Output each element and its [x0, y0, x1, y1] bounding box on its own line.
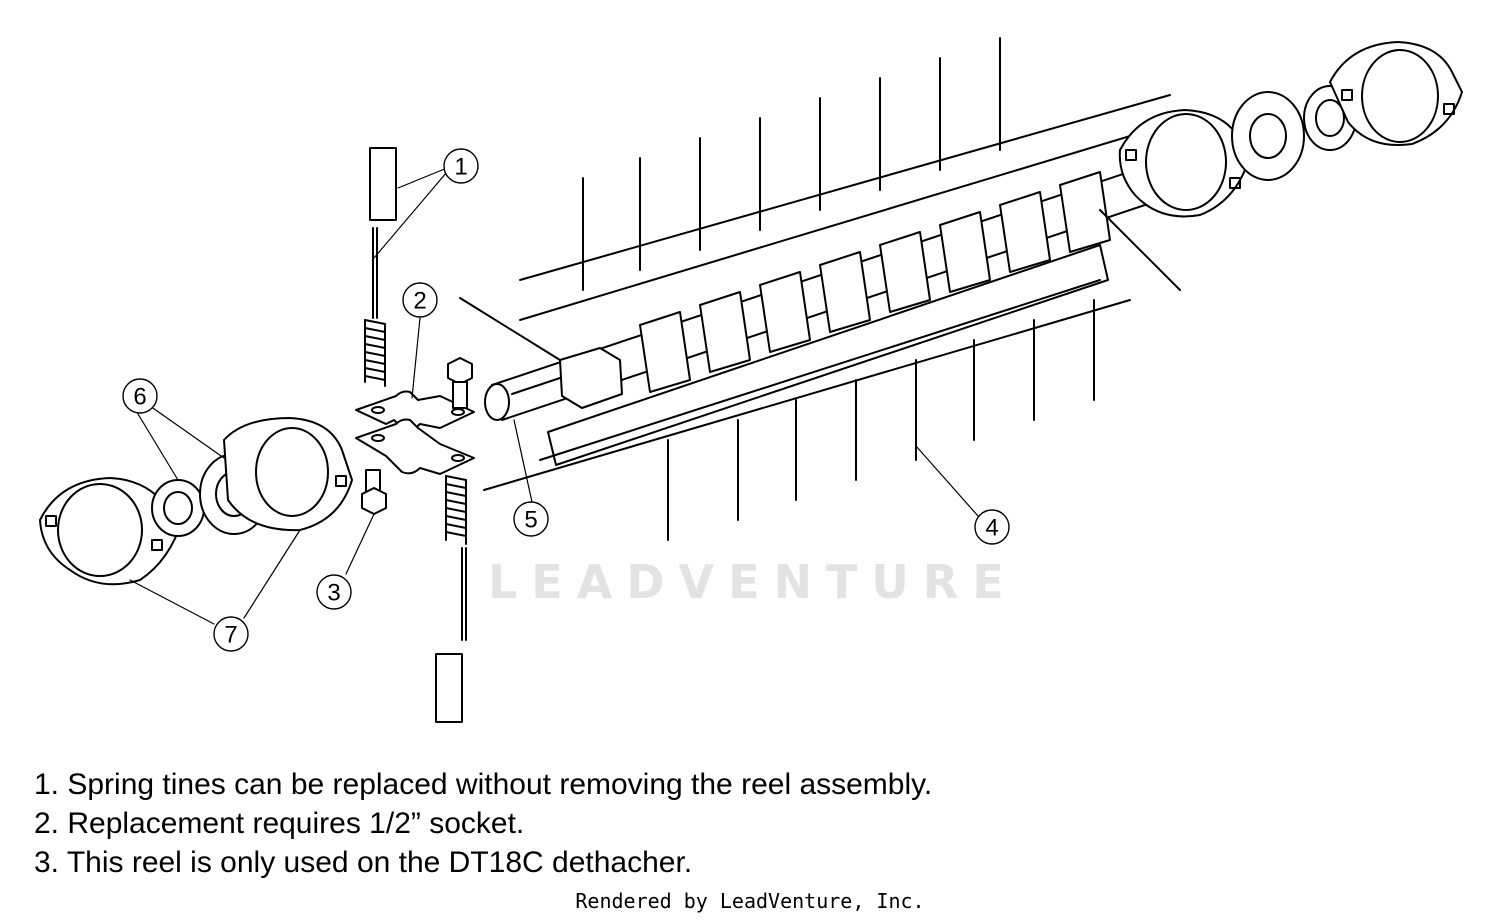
callout-2: 2 [413, 288, 426, 315]
callout-1: 1 [454, 154, 467, 181]
spring-tine-upper [364, 147, 397, 387]
note-item: 2. Replacement requires 1/2” socket. [34, 807, 525, 840]
leader-lines [129, 167, 979, 625]
watermark-text: LEADVENTURE [488, 555, 1018, 609]
reel-assembly [459, 37, 1181, 541]
callout-circles [122, 148, 1010, 652]
bolt-lower [361, 469, 387, 515]
render-credit: Rendered by LeadVenture, Inc. [575, 889, 925, 913]
callout-5: 5 [524, 507, 537, 534]
callout-7: 7 [224, 622, 237, 649]
bolt-upper [447, 357, 473, 409]
callout-4: 4 [985, 515, 998, 542]
callout-6: 6 [133, 384, 146, 411]
note-item: 1. Spring tines can be replaced without … [34, 768, 933, 801]
callout-3: 3 [327, 580, 340, 607]
tine-clamp-plates [355, 390, 475, 475]
note-item: 3. This reel is only used on the DT18C d… [34, 846, 693, 879]
bearing-set-right [1118, 41, 1463, 218]
bearing-set-left [39, 417, 353, 586]
notes-list: 1. Spring tines can be replaced without … [34, 765, 932, 882]
spring-tine-lower [435, 475, 467, 723]
